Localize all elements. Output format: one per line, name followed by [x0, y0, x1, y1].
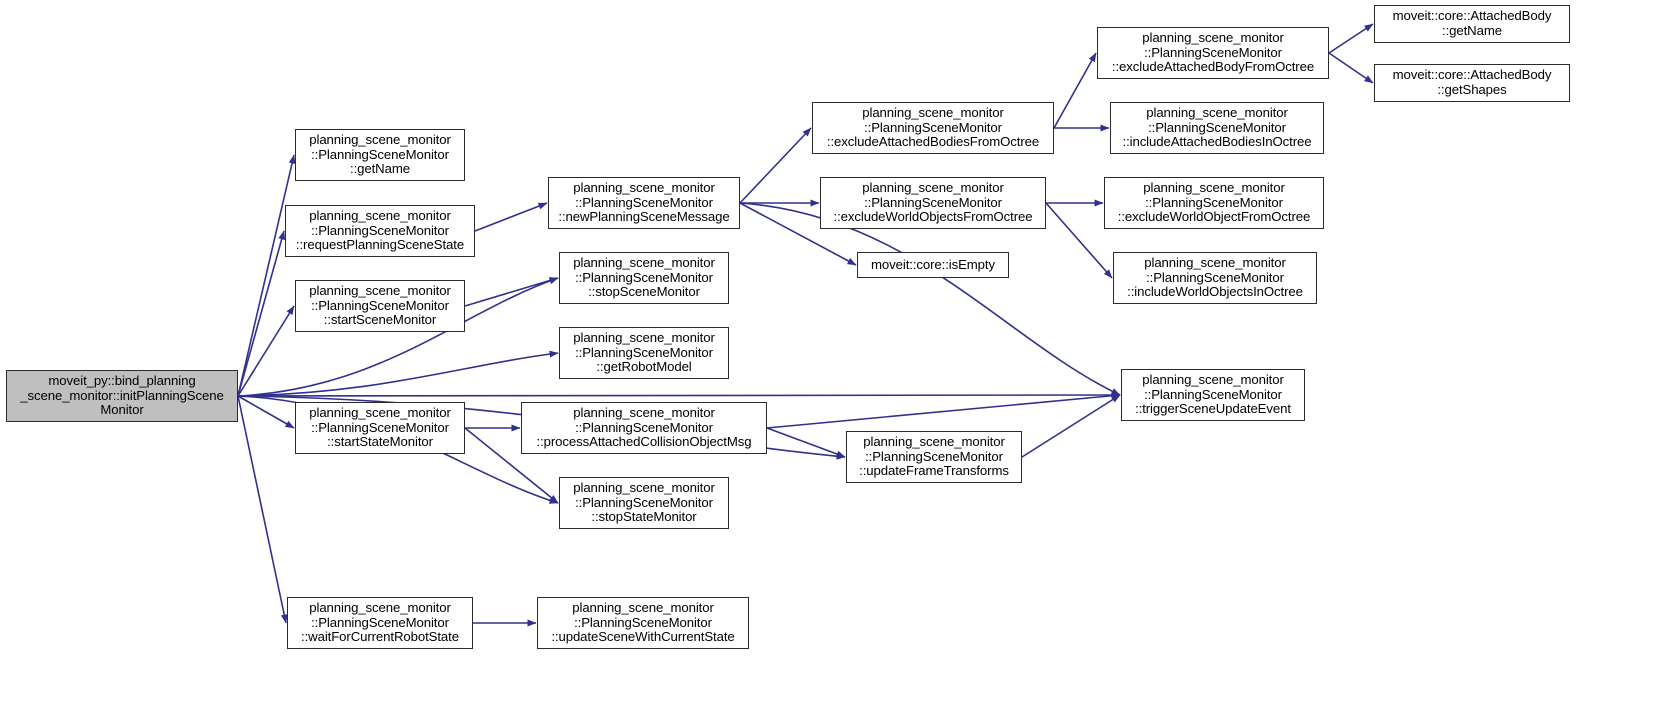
graph-node-label: planning_scene_monitor ::PlanningSceneMo…	[573, 480, 715, 525]
graph-node-updateFrameTransforms[interactable]: planning_scene_monitor ::PlanningSceneMo…	[846, 431, 1022, 483]
graph-node-getShapes[interactable]: moveit::core::AttachedBody ::getShapes	[1374, 64, 1570, 102]
graph-node-newPlanningSceneMessage[interactable]: planning_scene_monitor ::PlanningSceneMo…	[548, 177, 740, 229]
graph-edge-root-to-startStateMonitor	[237, 395, 295, 429]
graph-node-label: planning_scene_monitor ::PlanningSceneMo…	[301, 600, 459, 645]
graph-node-label: planning_scene_monitor ::PlanningSceneMo…	[558, 180, 730, 225]
graph-node-excludeWorldObjectFromOctree[interactable]: planning_scene_monitor ::PlanningSceneMo…	[1104, 177, 1324, 229]
graph-edge-root-to-getRobotModel	[237, 350, 559, 397]
graph-node-stopStateMonitor[interactable]: planning_scene_monitor ::PlanningSceneMo…	[559, 477, 729, 529]
graph-node-label: moveit::core::AttachedBody ::getName	[1392, 8, 1552, 38]
graph-edge-startSceneMonitor-to-stopSceneMonitor	[464, 277, 559, 307]
graph-node-label: planning_scene_monitor ::PlanningSceneMo…	[309, 405, 451, 450]
graph-node-label: planning_scene_monitor ::PlanningSceneMo…	[1117, 180, 1311, 225]
graph-node-label: planning_scene_monitor ::PlanningSceneMo…	[1122, 105, 1312, 150]
graph-edge-excludeAttachedBodyFromOctree-to-getShapes	[1328, 52, 1374, 84]
graph-node-label: planning_scene_monitor ::PlanningSceneMo…	[859, 434, 1009, 479]
graph-node-updateSceneWithCurrentState[interactable]: planning_scene_monitor ::PlanningSceneMo…	[537, 597, 749, 649]
graph-node-label: planning_scene_monitor ::PlanningSceneMo…	[1127, 255, 1303, 300]
graph-edge-newPlanningSceneMessage-to-excludeAttachedBodiesFromOctree	[739, 127, 812, 204]
graph-edge-updateFrameTransforms-to-triggerSceneUpdateEvent	[1021, 394, 1121, 458]
graph-node-label: moveit_py::bind_planning _scene_monitor:…	[20, 373, 224, 418]
graph-node-isEmpty[interactable]: moveit::core::isEmpty	[857, 252, 1009, 278]
graph-edge-root-to-getName	[237, 154, 296, 397]
graph-edge-newPlanningSceneMessage-to-triggerSceneUpdateEvent	[739, 202, 1121, 396]
graph-node-label: planning_scene_monitor ::PlanningSceneMo…	[1111, 30, 1315, 75]
graph-node-excludeAttachedBodyFromOctree[interactable]: planning_scene_monitor ::PlanningSceneMo…	[1097, 27, 1329, 79]
graph-edge-requestPlanningSceneState-to-newPlanningSceneMessage	[474, 202, 548, 232]
graph-node-excludeAttachedBodiesFromOctree[interactable]: planning_scene_monitor ::PlanningSceneMo…	[812, 102, 1054, 154]
graph-edge-excludeWorldObjectsFromOctree-to-includeWorldObjectsInOctree	[1045, 202, 1113, 279]
graph-node-processAttachedCollisionObjectMsg[interactable]: planning_scene_monitor ::PlanningSceneMo…	[521, 402, 767, 454]
graph-node-label: planning_scene_monitor ::PlanningSceneMo…	[833, 180, 1033, 225]
graph-edge-excludeAttachedBodiesFromOctree-to-excludeAttachedBodyFromOctree	[1053, 52, 1097, 129]
graph-node-getName[interactable]: planning_scene_monitor ::PlanningSceneMo…	[295, 129, 465, 181]
graph-node-label: moveit::core::AttachedBody ::getShapes	[1392, 67, 1552, 97]
graph-node-label: planning_scene_monitor ::PlanningSceneMo…	[309, 283, 451, 328]
graph-node-startSceneMonitor[interactable]: planning_scene_monitor ::PlanningSceneMo…	[295, 280, 465, 332]
graph-node-label: planning_scene_monitor ::PlanningSceneMo…	[295, 208, 465, 253]
graph-edge-root-to-startSceneMonitor	[237, 305, 295, 397]
graph-node-label: planning_scene_monitor ::PlanningSceneMo…	[309, 132, 451, 177]
graph-node-triggerSceneUpdateEvent[interactable]: planning_scene_monitor ::PlanningSceneMo…	[1121, 369, 1305, 421]
graph-edge-root-to-triggerSceneUpdateEvent	[237, 391, 1121, 399]
graph-node-label: planning_scene_monitor ::PlanningSceneMo…	[1135, 372, 1291, 417]
graph-edge-root-to-requestPlanningSceneState	[237, 230, 286, 397]
graph-edge-processAttachedCollisionObjectMsg-to-triggerSceneUpdateEvent	[766, 392, 1121, 429]
graph-node-requestPlanningSceneState[interactable]: planning_scene_monitor ::PlanningSceneMo…	[285, 205, 475, 257]
graph-edge-processAttachedCollisionObjectMsg-to-updateFrameTransforms	[766, 427, 846, 458]
graph-node-getNameAttached[interactable]: moveit::core::AttachedBody ::getName	[1374, 5, 1570, 43]
graph-node-waitForCurrentRobotState[interactable]: planning_scene_monitor ::PlanningSceneMo…	[287, 597, 473, 649]
graph-edge-root-to-waitForCurrentRobotState	[237, 395, 288, 624]
graph-node-root[interactable]: moveit_py::bind_planning _scene_monitor:…	[6, 370, 238, 422]
graph-node-label: planning_scene_monitor ::PlanningSceneMo…	[551, 600, 735, 645]
graph-node-label: planning_scene_monitor ::PlanningSceneMo…	[536, 405, 752, 450]
graph-node-label: planning_scene_monitor ::PlanningSceneMo…	[573, 330, 715, 375]
graph-node-stopSceneMonitor[interactable]: planning_scene_monitor ::PlanningSceneMo…	[559, 252, 729, 304]
graph-node-includeAttachedBodiesInOctree[interactable]: planning_scene_monitor ::PlanningSceneMo…	[1110, 102, 1324, 154]
graph-node-getRobotModel[interactable]: planning_scene_monitor ::PlanningSceneMo…	[559, 327, 729, 379]
graph-node-excludeWorldObjectsFromOctree[interactable]: planning_scene_monitor ::PlanningSceneMo…	[820, 177, 1046, 229]
graph-node-label: planning_scene_monitor ::PlanningSceneMo…	[826, 105, 1040, 150]
graph-node-includeWorldObjectsInOctree[interactable]: planning_scene_monitor ::PlanningSceneMo…	[1113, 252, 1317, 304]
graph-node-startStateMonitor[interactable]: planning_scene_monitor ::PlanningSceneMo…	[295, 402, 465, 454]
graph-edge-excludeAttachedBodyFromOctree-to-getNameAttached	[1328, 23, 1374, 54]
graph-node-label: moveit::core::isEmpty	[871, 256, 995, 272]
graph-node-label: planning_scene_monitor ::PlanningSceneMo…	[573, 255, 715, 300]
